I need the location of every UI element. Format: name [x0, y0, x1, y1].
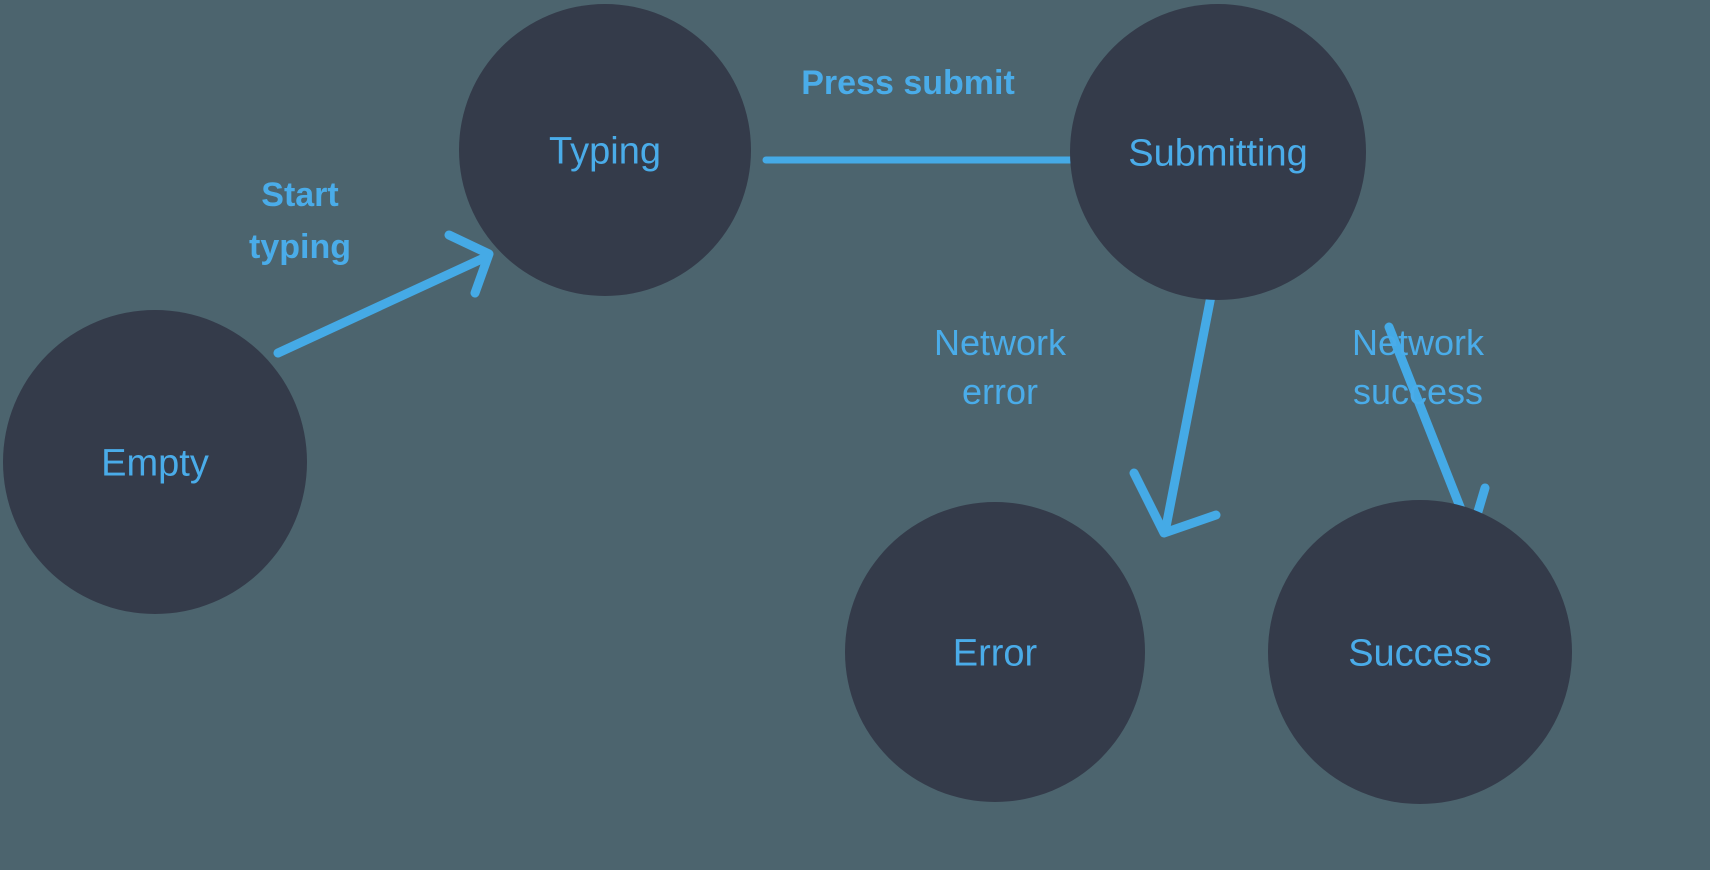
transition-network-success-line [1384, 322, 1473, 532]
state-node-submitting-circle[interactable] [1070, 4, 1366, 300]
transition-start-typing-label: Start typing [249, 176, 351, 266]
transition-start-typing-arrowhead-icon [444, 230, 494, 298]
transition-label-line: Press submit [801, 64, 1015, 102]
transition-label-line: Network [934, 322, 1067, 363]
transition-start-typing[interactable]: Start typing [249, 176, 494, 358]
state-node-empty[interactable]: Empty [3, 310, 307, 614]
state-node-submitting-label: Submitting [1128, 132, 1308, 174]
transition-network-error[interactable]: Network error [934, 291, 1221, 538]
transition-label-line: typing [249, 228, 351, 266]
state-node-success-circle[interactable] [1268, 500, 1572, 804]
state-node-empty-circle[interactable] [3, 310, 307, 614]
state-node-empty-label: Empty [101, 442, 209, 484]
transition-label-line: Start [261, 176, 338, 214]
transition-network-error-arrowhead-icon [1129, 468, 1221, 538]
state-node-success-label: Success [1348, 632, 1492, 674]
state-node-error-circle[interactable] [845, 502, 1145, 802]
transition-network-error-label: Network error [934, 322, 1067, 412]
state-node-error[interactable]: Error [845, 502, 1145, 802]
states-layer: Empty Typing Submitting Error Success [3, 4, 1572, 804]
transition-start-typing-line [273, 252, 491, 358]
transition-label-line: Network [1352, 322, 1485, 363]
transition-network-error-line [1161, 291, 1216, 532]
transition-press-submit-label: Press submit [801, 64, 1015, 102]
transition-label-line: success [1353, 371, 1483, 412]
state-node-typing-label: Typing [549, 130, 661, 172]
transition-label-line: error [962, 371, 1038, 412]
transition-network-success[interactable]: Network success [1352, 322, 1490, 540]
state-node-error-label: Error [953, 632, 1038, 674]
state-node-submitting[interactable]: Submitting [1070, 4, 1366, 300]
transition-network-success-label: Network success [1352, 322, 1485, 412]
state-node-success[interactable]: Success [1268, 500, 1572, 804]
state-node-typing[interactable]: Typing [459, 4, 751, 296]
state-node-typing-circle[interactable] [459, 4, 751, 296]
